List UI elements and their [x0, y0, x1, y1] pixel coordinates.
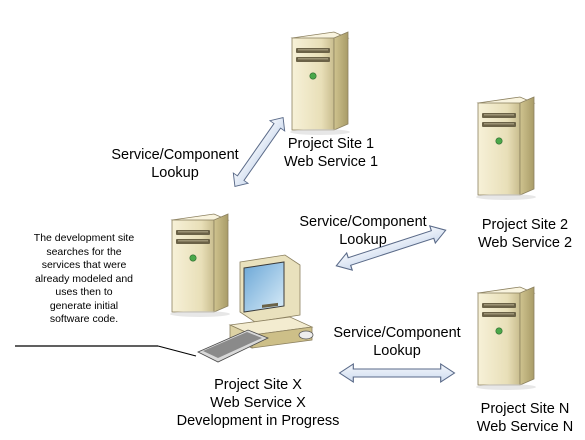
label-site2-line1: Project Site 2: [481, 217, 569, 233]
lookup-site2-line1: Service/Component: [299, 214, 427, 230]
label-site1-line2: Web Service 1: [283, 154, 379, 170]
server-siteN: [475, 286, 537, 391]
lookup-label-site2: Service/Component Lookup: [284, 213, 442, 249]
lookup-siteN-line2: Lookup: [373, 343, 421, 359]
label-siteX-line2: Web Service X: [210, 395, 306, 411]
label-siteX-line1: Project Site X: [214, 377, 302, 393]
label-siteN-line2: Web Service N: [476, 419, 574, 435]
arrow-lookup-siteN[interactable]: [338, 363, 456, 383]
server-site1: [289, 31, 351, 136]
callout-line: searches for the: [46, 245, 122, 258]
callout-line: software code.: [49, 313, 119, 325]
label-site2: Project Site 2 Web Service 2: [466, 216, 584, 252]
callout-line: uses then to: [55, 286, 113, 298]
callout-leader: [157, 345, 197, 357]
server-siteX: [169, 213, 231, 318]
lookup-label-site1: Service/Component Lookup: [96, 146, 254, 182]
lookup-site1-line2: Lookup: [151, 165, 199, 181]
lookup-site2-line2: Lookup: [339, 232, 387, 248]
callout-line: generate initial: [49, 299, 119, 312]
callout-line: already modeled and: [34, 272, 134, 285]
callout-line: services that were: [41, 259, 127, 271]
workstation-siteX: [197, 254, 314, 363]
callout-line: The development site: [33, 232, 135, 244]
label-site2-line2: Web Service 2: [477, 235, 573, 251]
label-site1: Project Site 1 Web Service 1: [276, 135, 386, 171]
callout-text: The development site searches for the se…: [16, 232, 152, 327]
label-siteN: Project Site N Web Service N: [466, 400, 584, 436]
lookup-label-siteN: Service/Component Lookup: [318, 324, 476, 360]
label-siteX: Project Site X Web Service X Development…: [160, 376, 356, 430]
lookup-siteN-line1: Service/Component: [333, 325, 461, 341]
lookup-site1-line1: Service/Component: [111, 147, 239, 163]
label-siteN-line1: Project Site N: [480, 401, 570, 417]
server-site2: [475, 96, 537, 201]
label-siteX-line3: Development in Progress: [176, 413, 340, 429]
label-site1-line1: Project Site 1: [287, 136, 375, 152]
